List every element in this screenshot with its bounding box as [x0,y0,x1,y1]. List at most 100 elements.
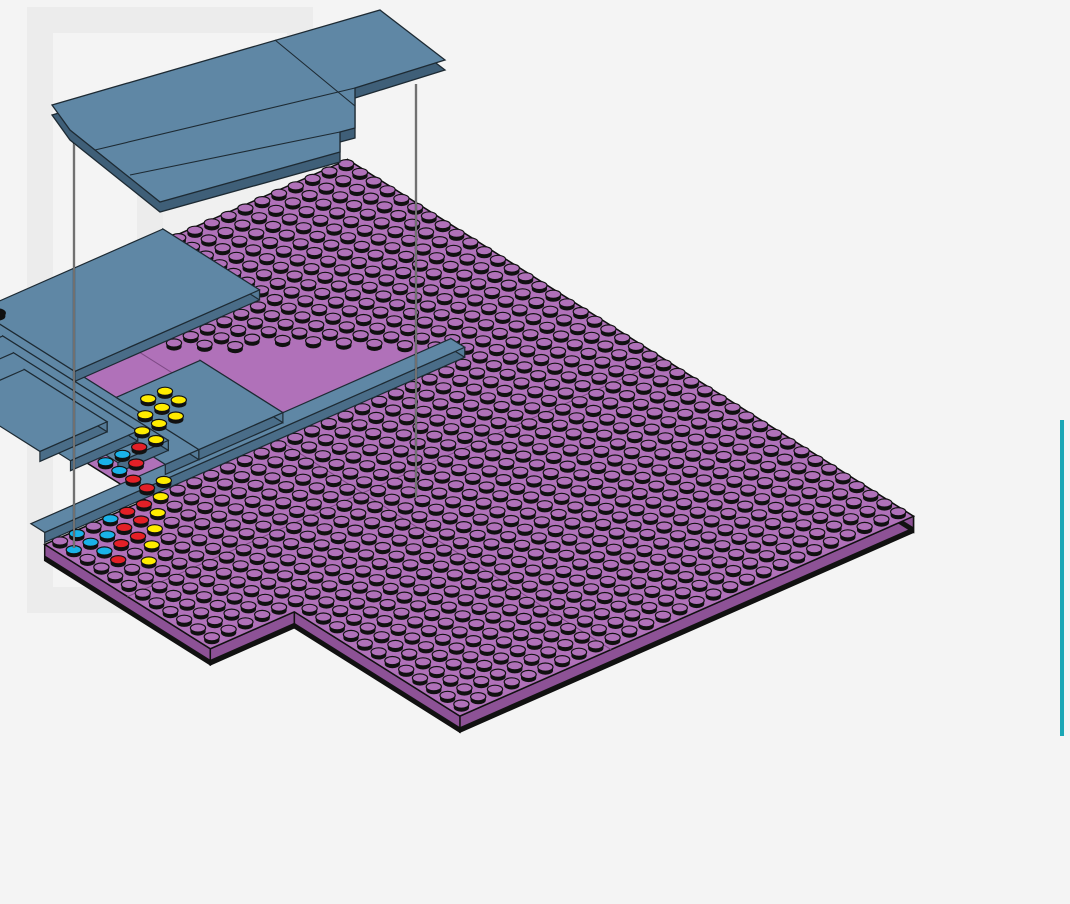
stud-top [474,677,489,685]
stud-top [759,551,774,559]
baseplate-stud [480,644,495,656]
baseplate-stud [652,465,667,477]
baseplate-stud [614,585,629,597]
stud-top [439,529,454,537]
baseplate-stud [375,543,390,555]
baseplate-stud [780,438,795,450]
baseplate-stud [501,280,516,292]
stud-top [384,494,399,502]
stud-top [408,617,423,625]
stud-top [391,211,406,219]
baseplate-stud [465,473,480,485]
baseplate-stud [430,415,445,427]
stud-top [473,514,488,522]
baseplate-stud [709,573,724,585]
stud-top [322,581,337,589]
stud-top [261,327,276,335]
baseplate-stud [546,290,561,302]
stud-top [501,532,516,540]
baseplate-stud [802,488,817,500]
baseplate-stud [681,393,696,405]
stud-top [526,476,541,484]
baseplate-stud [771,486,786,498]
baseplate-stud [451,302,466,314]
stud-top [500,369,515,377]
stud-top [468,295,483,303]
baseplate-stud [402,235,417,247]
stud-top [255,197,270,205]
baseplate-stud [667,385,682,397]
baseplate-stud [436,545,451,557]
stud-top [695,564,710,572]
stud-top [228,342,243,350]
baseplate-stud [514,378,529,390]
baseplate-stud [722,419,737,431]
stud-top [823,537,838,545]
stud-top [639,619,654,627]
stud-top [361,534,376,542]
baseplate-stud [572,397,587,409]
baseplate-stud [419,390,434,402]
baseplate-stud [560,461,575,473]
stud-top [231,488,246,496]
stud-top [244,334,259,342]
stud-top [631,578,646,586]
baseplate-stud [330,208,345,220]
stud-top [571,648,586,656]
stud-top [536,590,551,598]
baseplate-stud [639,367,654,379]
baseplate-stud [456,359,471,371]
baseplate-stud [339,160,354,172]
stud-top [440,278,455,286]
baseplate-stud [535,428,550,440]
baseplate-stud [374,218,389,230]
baseplate-stud [768,502,783,514]
baseplate-stud [664,563,679,575]
baseplate-stud [496,637,511,649]
baseplate-stud [747,453,762,465]
baseplate-stud [488,434,503,446]
stud-top [458,595,473,603]
baseplate-stud [432,650,447,662]
baseplate-stud [363,607,378,619]
stud-top [80,554,95,562]
baseplate-stud [511,556,526,568]
baseplate-stud [323,492,338,504]
baseplate-stud [138,573,153,585]
baseplate-stud [405,633,420,645]
baseplate-stud [459,506,474,518]
baseplate-stud [471,441,486,453]
floating-blue-plate [52,10,445,212]
stud-top [304,264,319,272]
baseplate-stud [399,414,414,426]
stud-top [622,626,637,634]
baseplate-stud [346,614,361,626]
stud-top [390,300,405,308]
baseplate-stud [716,452,731,464]
baseplate-stud [573,308,588,320]
stud-top [238,204,253,212]
baseplate-stud [242,513,257,525]
stud-top [434,310,449,318]
baseplate-stud [438,618,453,630]
baseplate-stud [361,534,376,546]
stud-top [538,412,553,420]
stud-top [316,199,331,207]
stud-top [843,514,858,522]
baseplate-stud [380,186,395,198]
stud-top [349,436,364,444]
stud-top [489,596,504,604]
stud-top [520,508,535,516]
baseplate-stud [617,569,632,581]
baseplate-stud [545,542,560,554]
stud-top [554,493,569,501]
baseplate-stud [338,411,353,423]
baseplate-stud [528,549,543,561]
baseplate-stud [710,484,725,496]
baseplate-stud [615,334,630,346]
stud-top [537,501,552,509]
baseplate-stud [763,445,778,457]
baseplate-stud [302,191,317,203]
baseplate-stud [516,613,531,625]
stud-top [642,351,657,359]
